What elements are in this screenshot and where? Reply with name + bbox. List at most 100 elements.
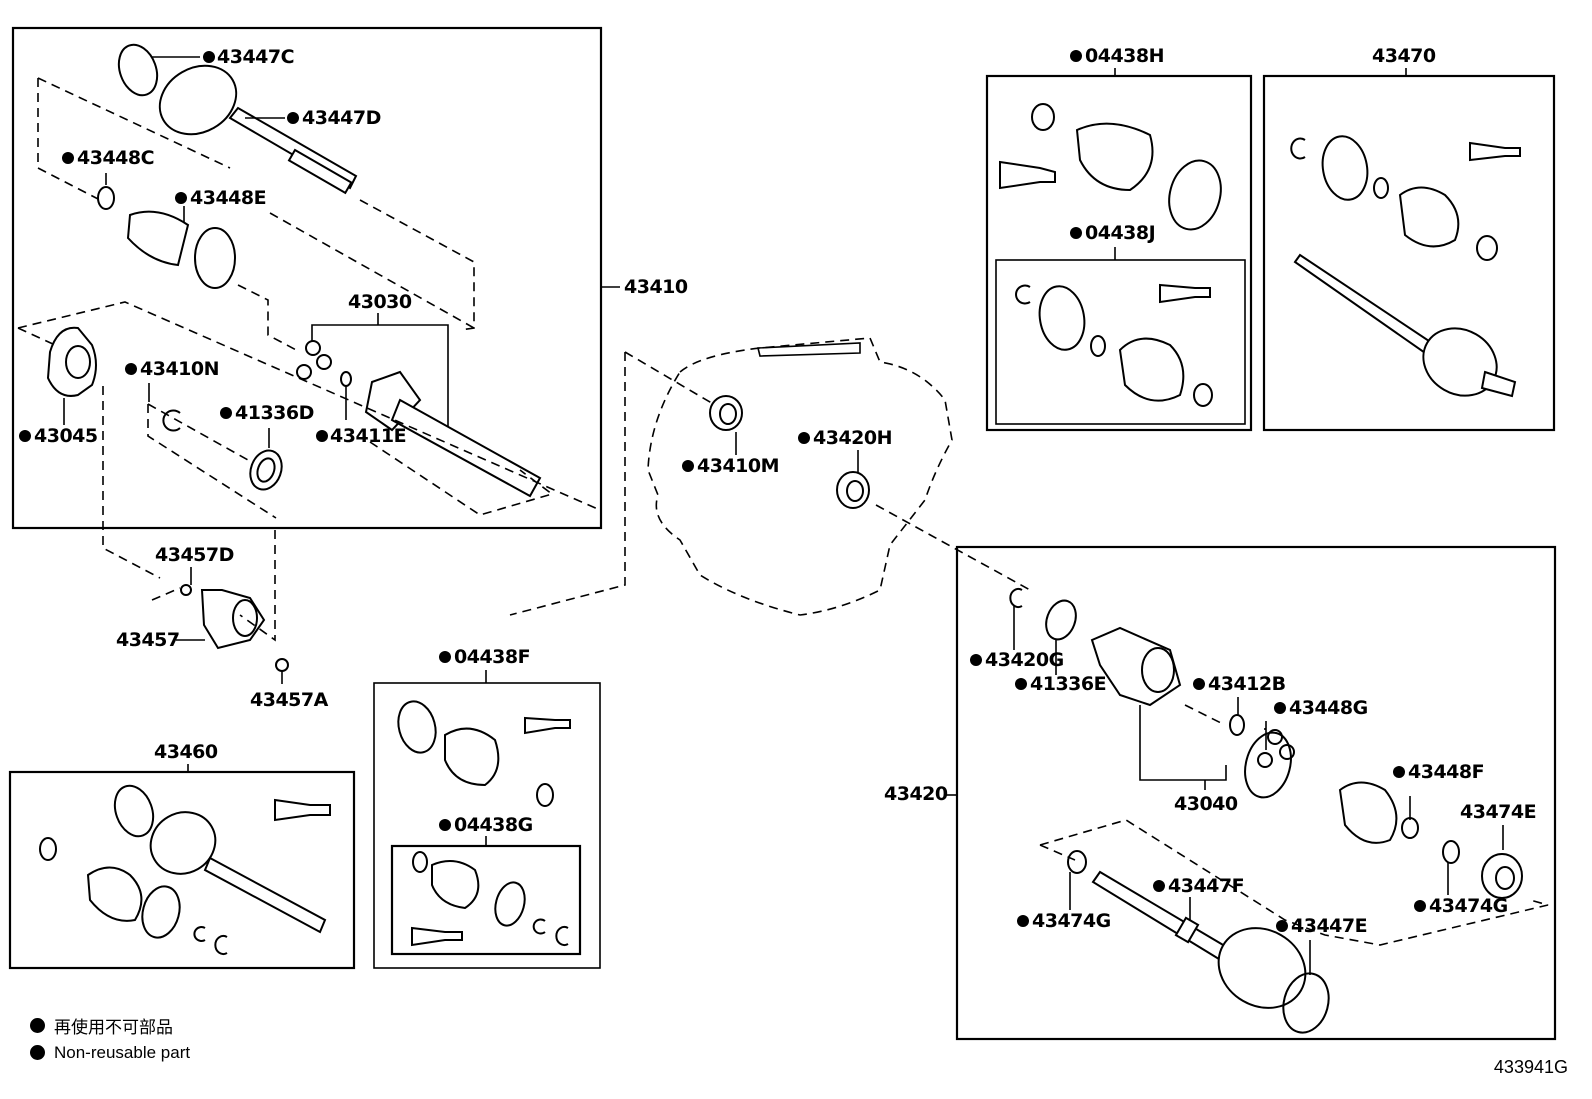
group-label-04438H[interactable]: 04438H (1085, 45, 1165, 67)
boot-band (113, 784, 155, 838)
clamp (412, 851, 428, 873)
snap-ring (193, 926, 206, 942)
snap-ring (532, 918, 546, 935)
clamp (1442, 840, 1460, 864)
boot-band (141, 885, 181, 939)
boot-band (494, 881, 526, 927)
oil-seal (709, 395, 743, 431)
legend: 再使用不可部品 Non-reusable part (30, 1012, 190, 1066)
group-label-43040[interactable]: 43040 (1174, 793, 1238, 815)
boot (1118, 337, 1185, 402)
bearing-bracket (46, 326, 97, 397)
clamp (1193, 383, 1213, 407)
oil-seal (836, 471, 870, 509)
legend-item-en: Non-reusable part (30, 1039, 190, 1066)
snap-ring (555, 926, 569, 946)
part-label-43448C[interactable]: 43448C (77, 147, 155, 169)
boot (1338, 781, 1398, 844)
part-label-43420G[interactable]: 43420G (985, 649, 1064, 671)
oil-seal (249, 449, 283, 491)
part-label-43412B[interactable]: 43412B (1208, 673, 1286, 695)
snap-ring (1009, 588, 1023, 608)
boot (1075, 122, 1154, 192)
part-label-41336E[interactable]: 41336E (1030, 673, 1107, 695)
kit-box-04438F (373, 682, 601, 969)
outer-cv-joint-shaft (117, 43, 358, 195)
boot (431, 860, 480, 910)
group-label-04438G[interactable]: 04438G (454, 814, 533, 836)
clamp (39, 837, 57, 861)
boot-band (397, 700, 437, 754)
part-label-41336D[interactable]: 41336D (235, 402, 314, 424)
group-label-04438J[interactable]: 04438J (1085, 222, 1156, 244)
group-label-43460[interactable]: 43460 (154, 741, 218, 763)
part-label-43474G-left[interactable]: 43474G (1032, 910, 1111, 932)
assembly-box-43410: 43410 (11, 26, 688, 530)
oil-seal (1045, 599, 1077, 641)
snap-ring (214, 935, 228, 955)
bolt (275, 658, 289, 672)
kit-box-04438J (995, 259, 1246, 425)
drive-shaft (203, 856, 327, 934)
boot (126, 210, 190, 267)
outer-cv-joint (149, 811, 217, 875)
group-label-04438F[interactable]: 04438F (454, 646, 531, 668)
boot-band (1282, 972, 1330, 1034)
part-label-43045[interactable]: 43045 (34, 425, 98, 447)
part-label-43447F[interactable]: 43447F (1168, 875, 1245, 897)
assembly-box-43420 (955, 545, 1557, 1041)
part-label-43411E[interactable]: 43411E (330, 425, 407, 447)
boot (86, 866, 143, 922)
part-label-43410M[interactable]: 43410M (697, 455, 780, 477)
tripod-joint (296, 340, 332, 380)
grease-tube (1159, 283, 1211, 304)
part-label-43448E[interactable]: 43448E (190, 187, 267, 209)
part-label-43474G-right[interactable]: 43474G (1429, 895, 1508, 917)
kit-box-04438H (985, 74, 1253, 432)
part-label-43447E[interactable]: 43447E (1291, 915, 1368, 937)
grease-tube (524, 716, 571, 735)
inner-joint-housing (1090, 626, 1182, 707)
legend-text-ja: 再使用不可部品 (54, 1018, 173, 1037)
part-label-43447D[interactable]: 43447D (302, 107, 381, 129)
grease-tube (999, 160, 1056, 190)
part-label-43448F[interactable]: 43448F (1408, 761, 1485, 783)
transaxle-case-outline (647, 337, 953, 616)
o-ring (1373, 177, 1389, 199)
clamp (536, 783, 554, 807)
illustration-code: 433941G (1493, 1057, 1568, 1077)
group-label-43420[interactable]: 43420 (884, 783, 948, 805)
part-label-43410N[interactable]: 43410N (140, 358, 220, 380)
boot (1398, 186, 1460, 248)
snap-ring (1290, 137, 1306, 160)
outer-cv-joint (1422, 327, 1498, 397)
clamp (1401, 817, 1419, 839)
outer-cv-joint (1217, 927, 1307, 1009)
part-label-43457A[interactable]: 43457A (250, 689, 329, 711)
part-label-43447C[interactable]: 43447C (217, 46, 295, 68)
snap-ring (1229, 714, 1245, 736)
group-label-43410[interactable]: 43410 (624, 276, 688, 298)
part-label-43474E[interactable]: 43474E (1460, 801, 1537, 823)
part-label-43457D[interactable]: 43457D (155, 544, 234, 566)
snap-ring (162, 409, 181, 432)
legend-item-ja: 再使用不可部品 (30, 1012, 190, 1039)
boot-band (1168, 159, 1222, 231)
kit-box-43470 (1262, 74, 1556, 432)
grease-tube (274, 798, 331, 822)
kit-box-43460 (8, 770, 356, 970)
part-label-43448G[interactable]: 43448G (1289, 697, 1368, 719)
boot-band (1321, 135, 1369, 201)
inner-joint-housing (364, 370, 542, 498)
part-label-43457[interactable]: 43457 (116, 629, 180, 651)
part-label-43420H[interactable]: 43420H (813, 427, 893, 449)
group-label-43030[interactable]: 43030 (348, 291, 412, 313)
boot-band (194, 227, 236, 289)
boot (444, 727, 500, 787)
drive-shaft (1293, 253, 1437, 357)
snap-ring (1015, 284, 1031, 305)
group-label-43470[interactable]: 43470 (1372, 45, 1436, 67)
clamp (1476, 235, 1498, 261)
boot-band (1038, 285, 1086, 351)
